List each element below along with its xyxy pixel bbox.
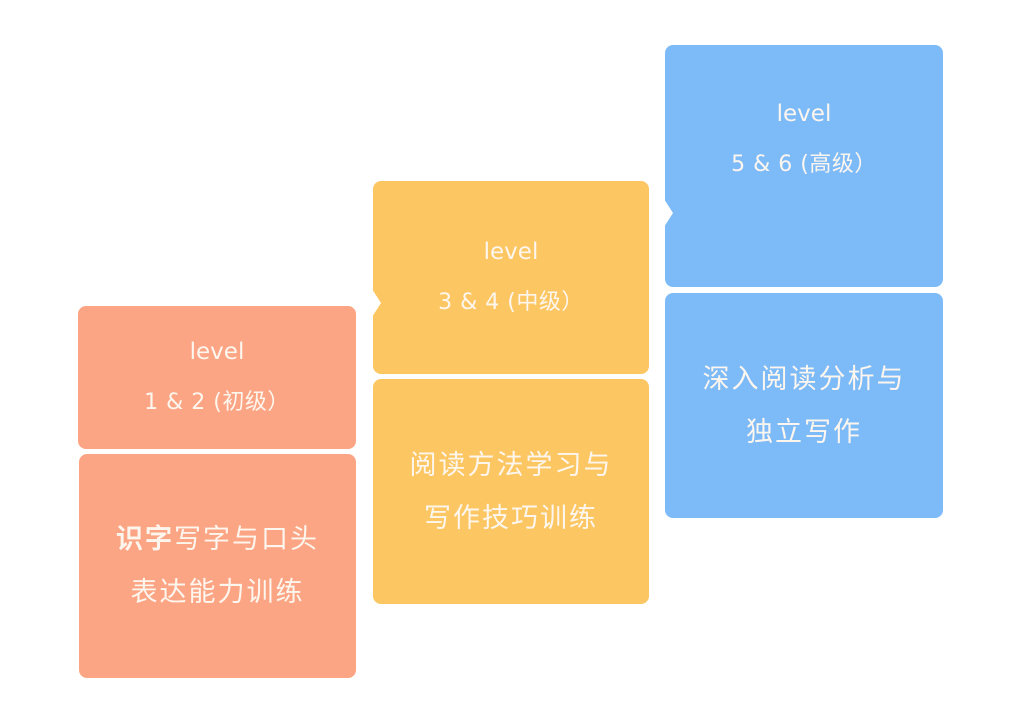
level-range: 1 & 2 (初级）: [144, 390, 290, 415]
description-line-1: 深入阅读分析与: [702, 363, 906, 395]
level-label: level: [189, 339, 245, 365]
description-line-1: 阅读方法学习与: [409, 449, 613, 481]
level-5-6-description: 深入阅读分析与 独立写作: [665, 293, 943, 518]
step-notch-icon: [372, 289, 381, 317]
level-label: level: [776, 100, 832, 127]
level-1-2-description: 识字写字与口头 表达能力训练: [79, 454, 356, 678]
description-rest: 写字与口头: [174, 524, 319, 555]
description-line-2: 表达能力训练: [130, 577, 305, 608]
level-1-2-header: level 1 & 2 (初级）: [78, 306, 356, 449]
level-5-6-header: level 5 & 6 (高级）: [664, 45, 943, 287]
description-line-2: 独立写作: [746, 416, 862, 448]
step-notch-icon: [664, 199, 673, 227]
description-line-1: 识字写字与口头: [116, 526, 319, 553]
level-3-4-description: 阅读方法学习与 写作技巧训练: [373, 379, 649, 604]
level-3-4-header: level 3 & 4 (中级）: [372, 181, 649, 374]
level-range: 5 & 6 (高级）: [731, 151, 877, 177]
level-range: 3 & 4 (中级）: [438, 290, 584, 315]
level-label: level: [483, 239, 539, 265]
description-highlight: 识字: [116, 524, 174, 555]
description-line-2: 写作技巧训练: [424, 502, 598, 534]
